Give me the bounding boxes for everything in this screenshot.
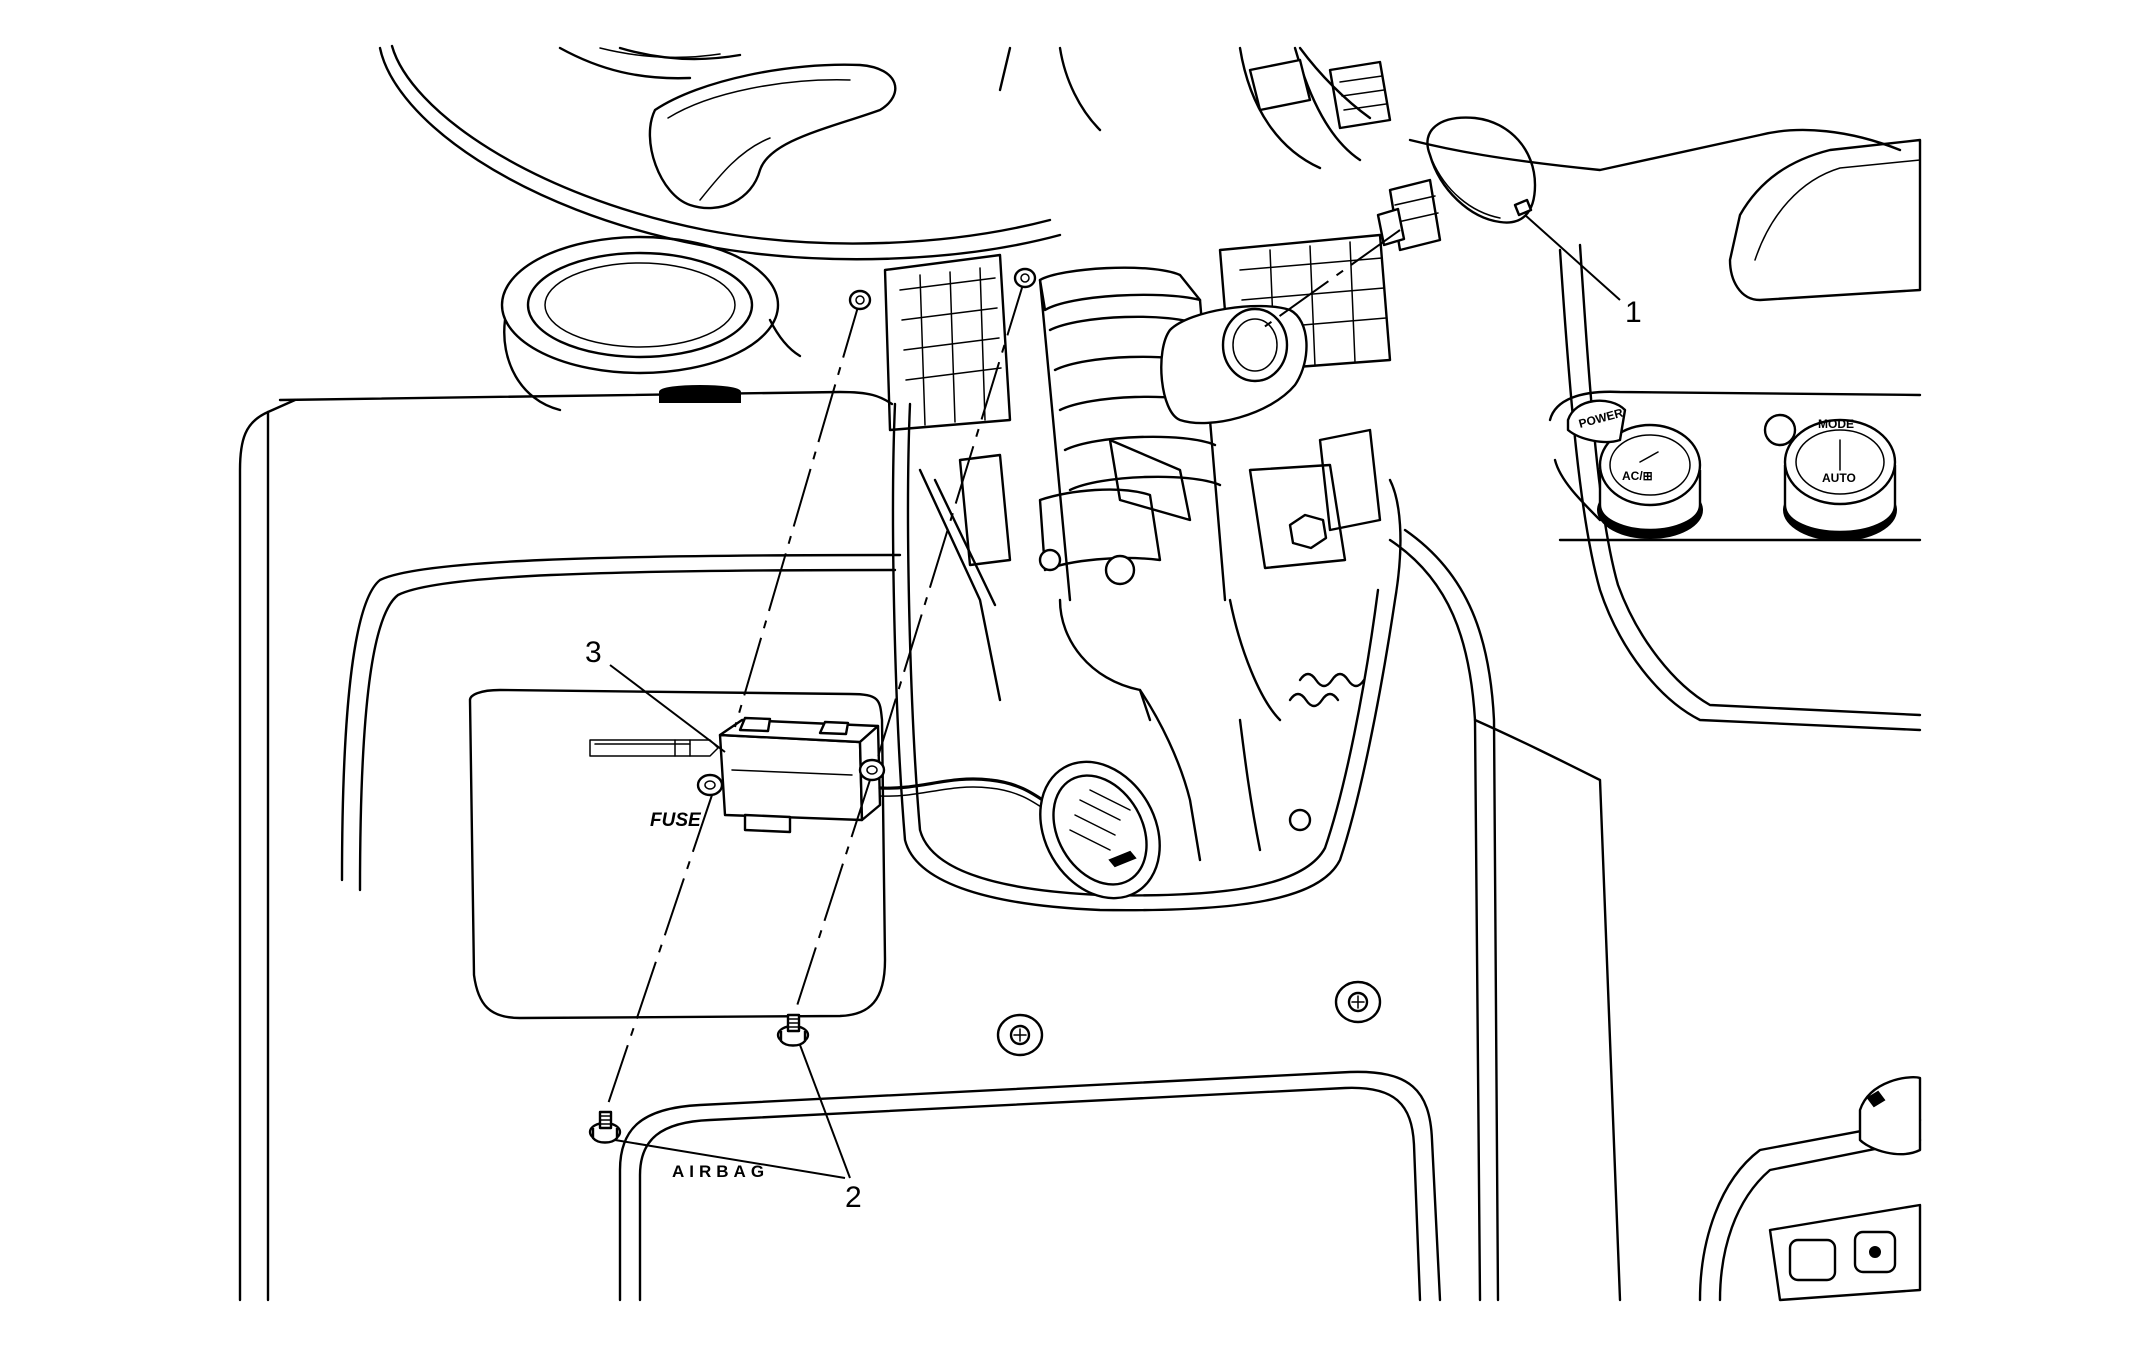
panel-screw-left <box>996 1013 1044 1057</box>
lower-right-switches <box>1698 1076 1922 1302</box>
part-2-bolt-right <box>776 1013 810 1047</box>
part-1-cover-cap <box>1376 116 1537 252</box>
auto-label: AUTO <box>1822 471 1856 485</box>
panel-screw-right <box>1334 980 1382 1024</box>
callout-1: 1 <box>1524 214 1642 329</box>
mode-knob-right: MODE AUTO <box>1783 417 1897 541</box>
lower-instrument-panel <box>238 390 1622 1302</box>
callout-2-number: 2 <box>845 1181 862 1214</box>
part-3-control-module <box>696 716 1161 900</box>
hvac-console: AC/⊞ POWER MODE AUTO <box>1408 128 1922 1302</box>
fuse-label: FUSE <box>650 810 702 831</box>
steering-wheel <box>378 44 1372 261</box>
callout-3-number: 3 <box>585 636 602 669</box>
steering-column <box>883 46 1392 862</box>
knee-airbag-panel: AIRBAG <box>618 1070 1442 1302</box>
part-2-bolt-left <box>588 1110 622 1144</box>
callout-1-number: 1 <box>1625 296 1642 329</box>
callout-3: 3 <box>585 636 726 753</box>
power-button: POWER <box>1566 399 1627 444</box>
fuse-panel-door: FUSE <box>468 688 887 1020</box>
ac-label: AC/⊞ <box>1622 469 1653 483</box>
left-dash-gauge <box>500 235 802 412</box>
airbag-label: AIRBAG <box>672 1162 769 1181</box>
temp-knob-left: AC/⊞ <box>1597 423 1703 539</box>
mode-label: MODE <box>1818 417 1854 431</box>
callout-2: 2 <box>614 1044 862 1214</box>
alignment-lines <box>605 229 1401 1111</box>
